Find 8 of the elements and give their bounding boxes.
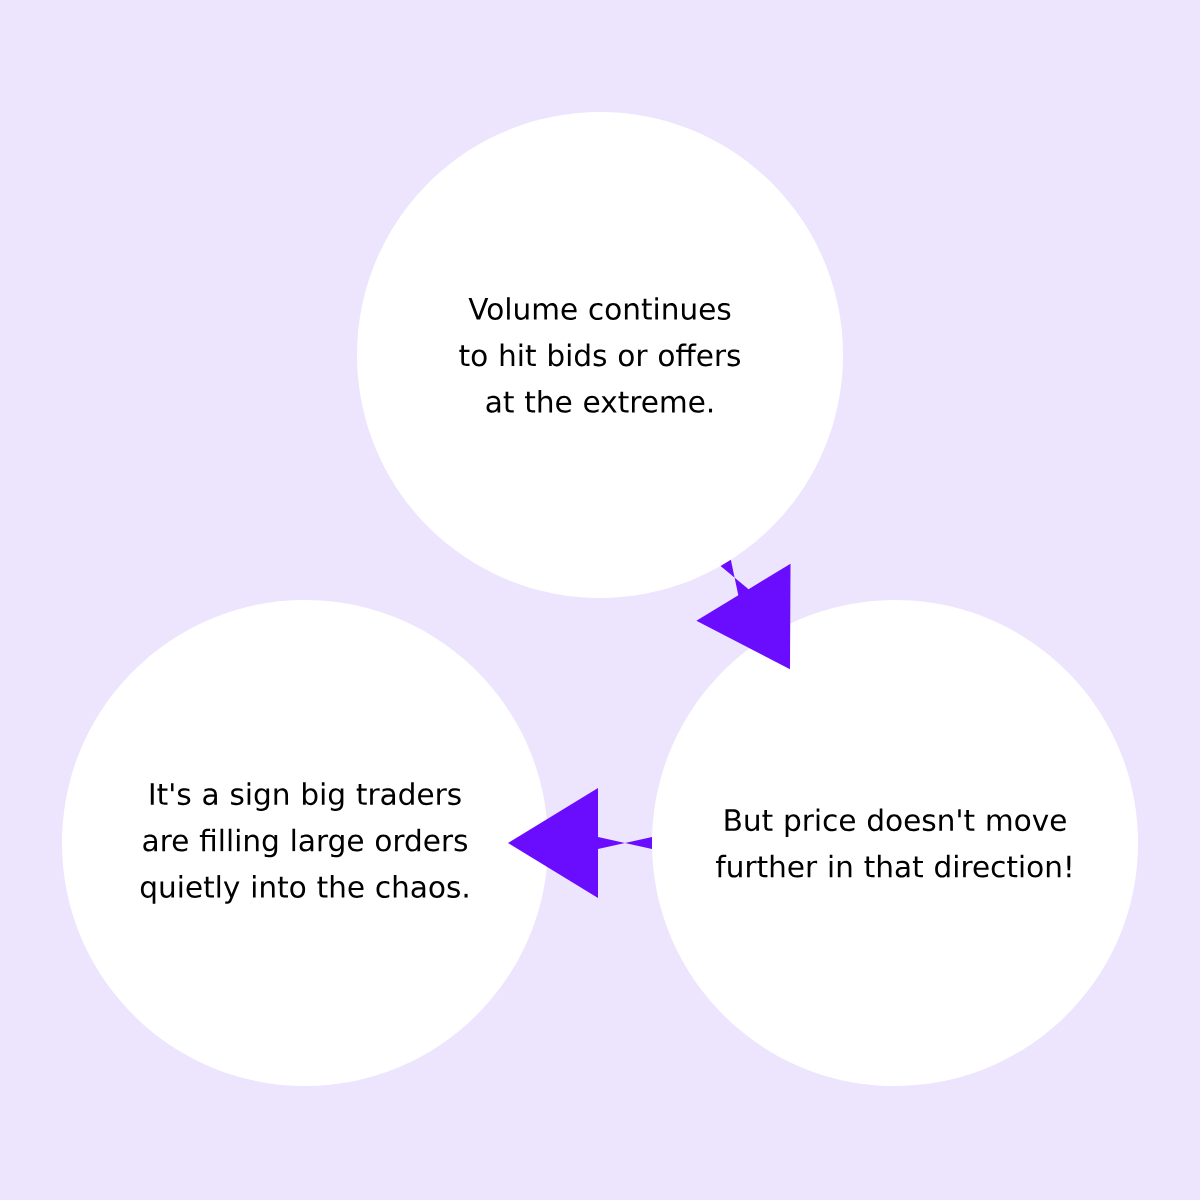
node-text: It's a sign big traders are filling large orders quietly into the chaos. [140,782,468,904]
circle-node [357,112,843,598]
circle-node [652,600,1138,1086]
circle-node [62,600,548,1086]
arrow [696,559,791,670]
node-text: Volume continues to hit bids or offers at the extreme. [459,297,740,413]
arrow [508,788,652,898]
node-text: But price doesn't move further in that direction! [716,808,1071,878]
